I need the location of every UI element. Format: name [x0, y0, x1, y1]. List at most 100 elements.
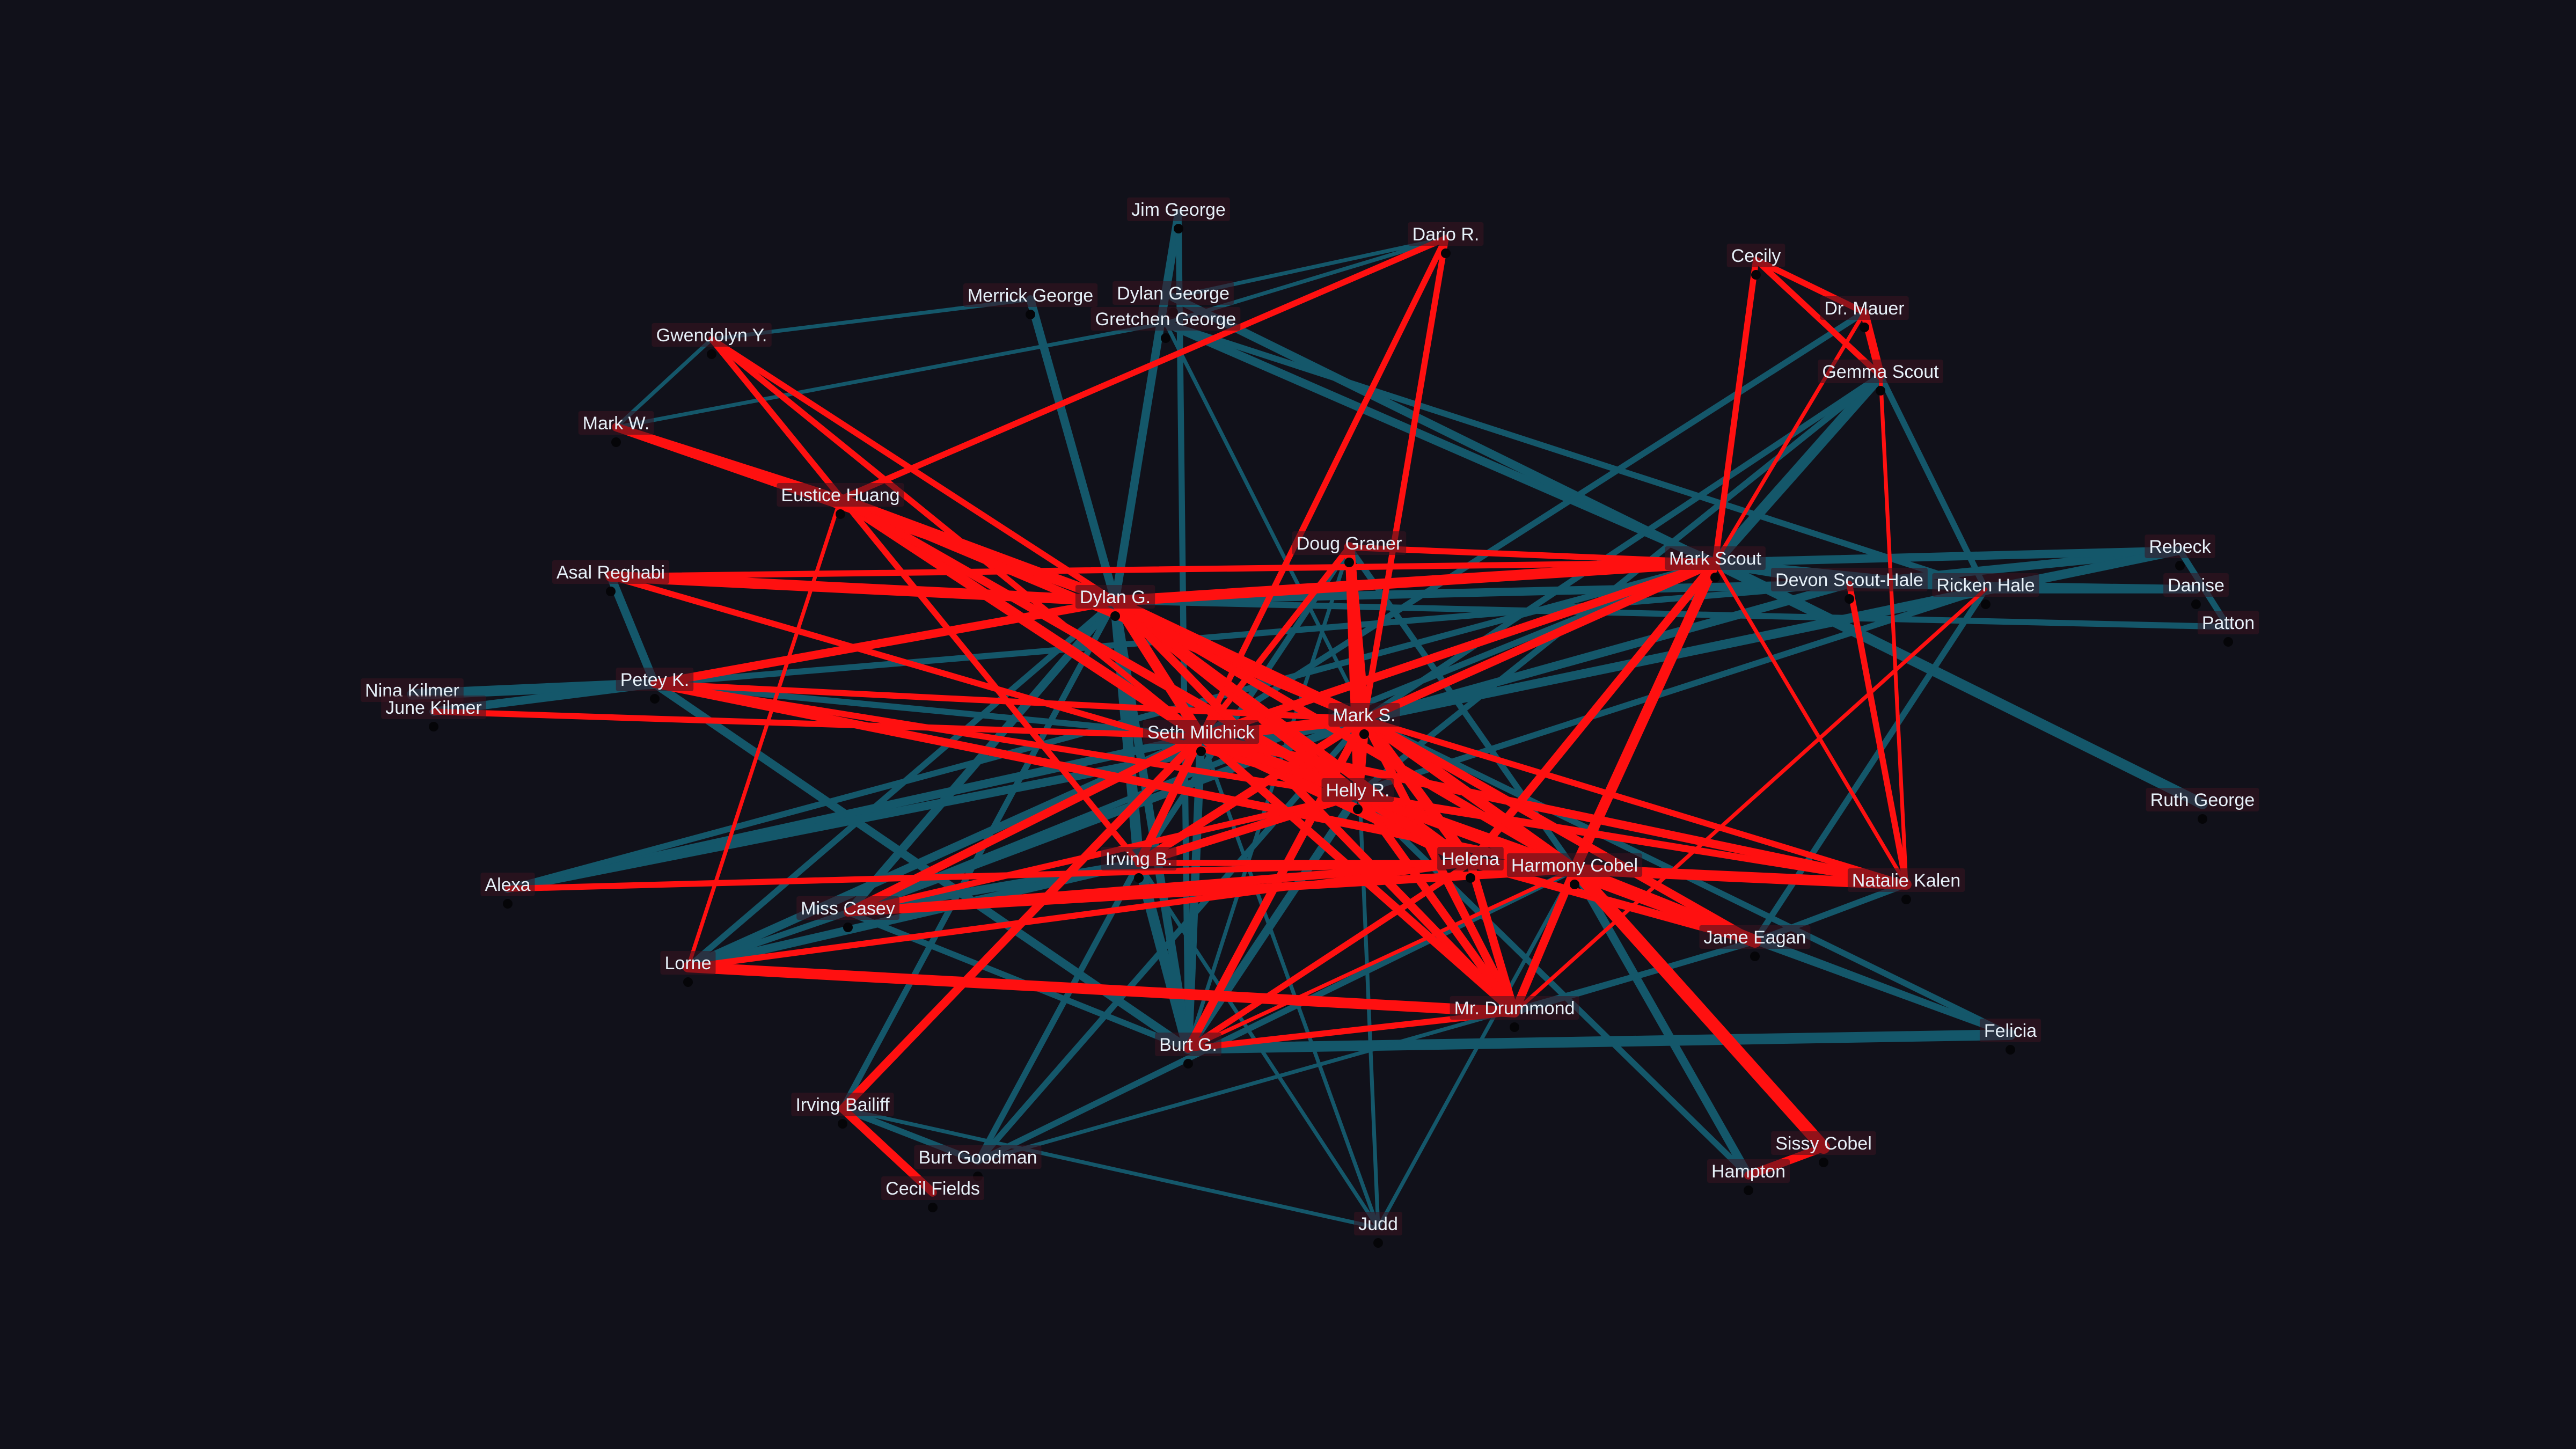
node-label: Cecil Fields [885, 1179, 980, 1199]
node-ricken-hale[interactable]: Ricken Hale [1932, 573, 2039, 609]
node-gwendolyn-y[interactable]: Gwendolyn Y. [652, 323, 772, 359]
node-label: Jim George [1131, 200, 1226, 220]
link-eustice-huang-lorne [686, 497, 843, 969]
node-label: Patton [2202, 613, 2255, 633]
node-alexa[interactable]: Alexa [480, 873, 535, 909]
link-dylan-g-irving-bailiff [839, 598, 1118, 1112]
link-mark-scout-seth-milchick [1197, 558, 1719, 741]
node-marker [1110, 611, 1120, 621]
node-dario-r[interactable]: Dario R. [1408, 222, 1484, 258]
link-rebeck-mark-scout [1711, 546, 2184, 567]
node-label: Seth Milchick [1147, 722, 1255, 743]
link-helena-mr-drummond [1466, 859, 1519, 1016]
node-june-kilmer[interactable]: June Kilmer [381, 696, 486, 731]
node-gretchen-george[interactable]: Gretchen George [1091, 307, 1241, 343]
node-miss-casey[interactable]: Miss Casey [796, 896, 899, 932]
node-label: Gretchen George [1095, 309, 1236, 330]
node-label-bg [1820, 296, 1909, 320]
node-label: Hampton [1711, 1161, 1785, 1182]
link-burt-goodman-jame-eagan [976, 939, 1757, 1163]
node-burt-g[interactable]: Burt G. [1155, 1033, 1221, 1069]
link-gemma-scout-helly-r [1355, 372, 1884, 797]
node-mark-scout[interactable]: Mark Scout [1665, 546, 1766, 582]
node-danise[interactable]: Danise [2163, 573, 2229, 609]
link-doug-graner-seth-milchick [1198, 544, 1352, 740]
node-eustice-huang[interactable]: Eustice Huang [777, 483, 904, 519]
node-mr-drummond[interactable]: Mr. Drummond [1450, 996, 1579, 1032]
node-sissy-cobel[interactable]: Sissy Cobel [1771, 1131, 1876, 1167]
node-merrick-george[interactable]: Merrick George [963, 283, 1098, 319]
node-marker [1134, 873, 1144, 883]
node-marker [1819, 1158, 1828, 1167]
link-cecily-gemma-scout [1753, 257, 1884, 379]
node-lorne[interactable]: Lorne [660, 951, 716, 987]
node-marker [1750, 952, 1760, 961]
link-jim-george-dylan-g [1111, 209, 1183, 605]
node-label: Doug Graner [1297, 533, 1402, 554]
node-helly-r[interactable]: Helly R. [1321, 778, 1394, 814]
node-label: Asal Reghabi [557, 562, 665, 583]
node-label-bg [1707, 1159, 1790, 1183]
node-mark-w[interactable]: Mark W. [578, 411, 654, 447]
node-doug-graner[interactable]: Doug Graner [1292, 531, 1407, 567]
node-label-bg [660, 951, 716, 975]
link-harmony-cobel-hampton [1570, 865, 1753, 1180]
node-harmony-cobel[interactable]: Harmony Cobel [1506, 853, 1643, 889]
node-ruth-george[interactable]: Ruth George [2146, 788, 2259, 824]
node-marker [1510, 1022, 1519, 1032]
node-seth-milchick[interactable]: Seth Milchick [1143, 720, 1260, 756]
node-label-bg [777, 483, 904, 507]
node-cecil-fields[interactable]: Cecil Fields [881, 1176, 984, 1212]
node-jim-george[interactable]: Jim George [1127, 197, 1230, 233]
link-june-kilmer-seth-milchick [430, 708, 1204, 740]
node-mark-s[interactable]: Mark S. [1328, 703, 1400, 739]
node-cecily[interactable]: Cecily [1726, 244, 1785, 280]
node-devon-scout-hale[interactable]: Devon Scout-Hale [1771, 568, 1928, 604]
node-petey-k[interactable]: Petey K. [616, 668, 694, 704]
node-irving-bailiff[interactable]: Irving Bailiff [791, 1093, 894, 1129]
node-rebeck[interactable]: Rebeck [2145, 535, 2215, 570]
node-label-bg [552, 560, 670, 584]
node-label-bg [1328, 703, 1400, 727]
node-burt-goodman[interactable]: Burt Goodman [914, 1145, 1042, 1181]
node-felicia[interactable]: Felicia [1979, 1019, 2041, 1055]
node-natalie-kalen[interactable]: Natalie Kalen [1847, 868, 1965, 904]
node-label: Alexa [485, 875, 530, 895]
node-jame-eagan[interactable]: Jame Eagan [1699, 925, 1811, 961]
node-marker [1196, 747, 1206, 756]
node-label: Dylan G. [1080, 587, 1151, 608]
node-label: Mark Scout [1669, 548, 1761, 569]
node-marker [2198, 814, 2207, 824]
node-marker [1981, 599, 1990, 609]
node-label: Gemma Scout [1822, 362, 1939, 382]
node-label-bg [1726, 244, 1785, 267]
node-dylan-g[interactable]: Dylan G. [1075, 585, 1155, 621]
node-label: Lorne [665, 953, 712, 974]
node-marker [707, 349, 716, 359]
node-label: Felicia [1984, 1021, 2037, 1041]
node-marker [1860, 323, 1869, 332]
node-label-bg [1506, 853, 1643, 877]
node-label: Miss Casey [801, 898, 895, 919]
node-helena[interactable]: Helena [1437, 847, 1504, 883]
link-helly-r-mr-drummond [1353, 790, 1519, 1016]
node-marker [1359, 729, 1369, 739]
node-judd[interactable]: Judd [1354, 1212, 1402, 1248]
node-label: Rebeck [2149, 537, 2211, 557]
node-hampton[interactable]: Hampton [1707, 1159, 1790, 1195]
node-marker [838, 1119, 847, 1129]
node-label: Dario R. [1413, 224, 1480, 245]
node-marker [503, 899, 513, 909]
node-gemma-scout[interactable]: Gemma Scout [1818, 360, 1943, 396]
link-mark-scout-helena [1466, 558, 1719, 867]
node-label-bg [1354, 1212, 1402, 1235]
link-helly-r-natalie-kalen [1355, 791, 1909, 888]
node-dr-mauer[interactable]: Dr. Mauer [1820, 296, 1909, 332]
node-irving-b[interactable]: Irving B. [1101, 847, 1177, 883]
node-label-bg [578, 411, 654, 435]
node-dylan-george[interactable]: Dylan George [1113, 281, 1234, 317]
node-asal-reghabi[interactable]: Asal Reghabi [552, 560, 670, 596]
link-harmony-cobel-sissy-cobel [1568, 863, 1830, 1154]
node-patton[interactable]: Patton [2197, 611, 2259, 647]
